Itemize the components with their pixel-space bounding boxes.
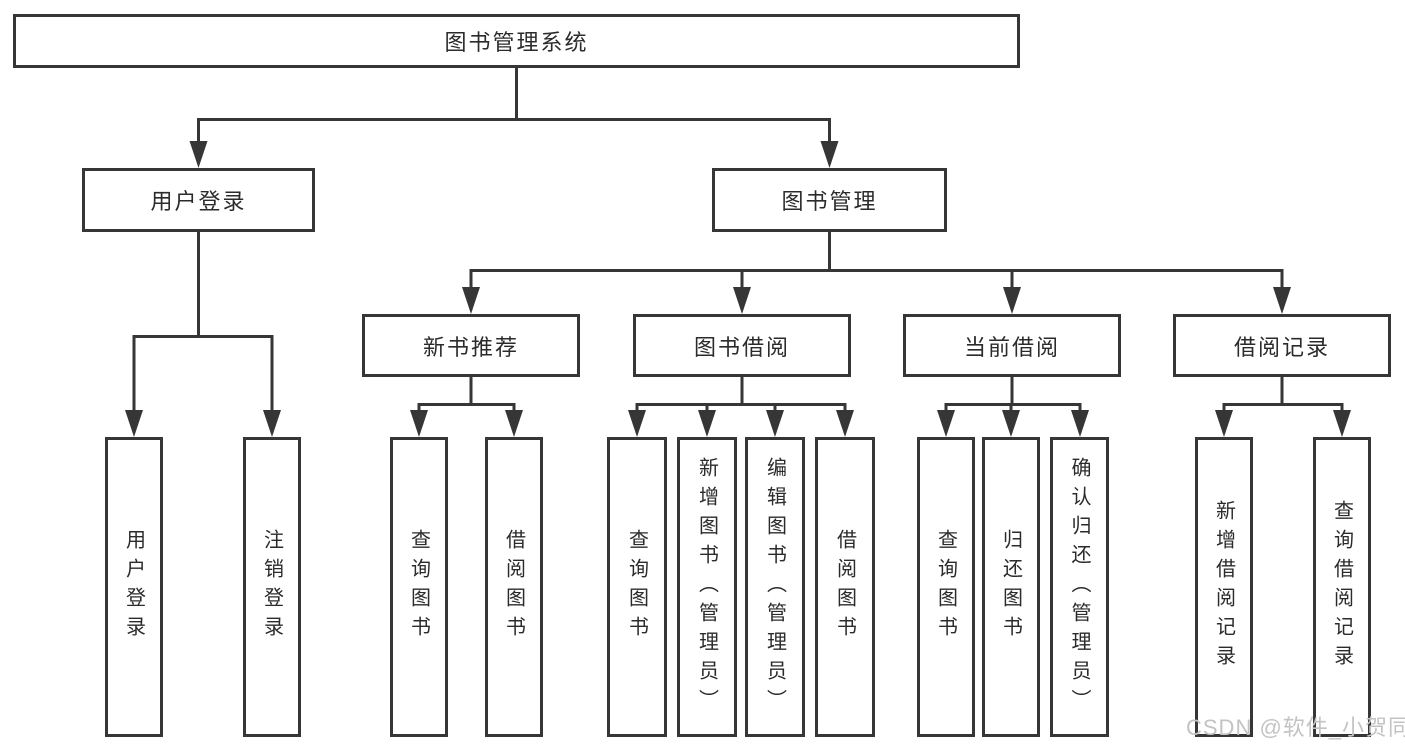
- arrowhead-icon: [263, 410, 281, 437]
- arrowhead-icon: [189, 141, 208, 168]
- connector-records-to-leaves: [1222, 377, 1344, 433]
- watermark: CSDN @软件_小贺同学: [1186, 715, 1405, 740]
- arrowhead-icon: [820, 141, 839, 168]
- connector-userlogin-to-leaves: [132, 232, 274, 433]
- connector-newbooks-to-leaves: [417, 377, 516, 433]
- arrowhead-icon: [733, 287, 751, 314]
- arrowhead-icon: [1215, 410, 1233, 437]
- leaf-query-books: 查询图书: [390, 437, 448, 737]
- node-library-system: 图书管理系统: [13, 14, 1020, 68]
- arrowhead-icon: [462, 287, 480, 314]
- arrowhead-icon: [937, 410, 955, 437]
- arrowhead-icon: [1333, 410, 1351, 437]
- leaf-query-borrow-record: 查询借阅记录: [1313, 437, 1371, 737]
- leaf-borrow-books: 借阅图书: [485, 437, 543, 737]
- arrowhead-icon: [505, 410, 523, 437]
- node-user-login: 用户登录: [82, 168, 315, 232]
- arrowhead-icon: [125, 410, 143, 437]
- leaf-query-books: 查询图书: [607, 437, 667, 737]
- node-book-management: 图书管理: [712, 168, 947, 232]
- leaf-confirm-return-admin: 确认归还（管理员）: [1050, 437, 1109, 737]
- arrowhead-icon: [698, 410, 716, 437]
- arrowhead-icon: [1002, 410, 1020, 437]
- node-new-book-recommendation: 新书推荐: [362, 314, 580, 377]
- arrowhead-icon: [1273, 287, 1291, 314]
- arrowhead-icon: [1071, 410, 1089, 437]
- arrowhead-icon: [1003, 287, 1021, 314]
- leaf-query-books: 查询图书: [917, 437, 975, 737]
- connector-bookmgmt-to-level3: [469, 232, 1284, 310]
- arrowhead-icon: [410, 410, 428, 437]
- arrowhead-icon: [836, 410, 854, 437]
- leaf-add-borrow-record: 新增借阅记录: [1195, 437, 1253, 737]
- connector-borrowing-to-leaves: [635, 377, 847, 433]
- arrowhead-icon: [628, 410, 646, 437]
- leaf-edit-books-admin: 编辑图书（管理员）: [745, 437, 805, 737]
- connector-root-to-level2: [197, 68, 831, 164]
- leaf-add-books-admin: 新增图书（管理员）: [677, 437, 737, 737]
- leaf-return-books: 归还图书: [982, 437, 1040, 737]
- leaf-borrow-books: 借阅图书: [815, 437, 875, 737]
- node-book-borrowing: 图书借阅: [633, 314, 851, 377]
- node-borrowing-records: 借阅记录: [1173, 314, 1391, 377]
- leaf-user-login: 用户登录: [105, 437, 163, 737]
- node-current-borrowing: 当前借阅: [903, 314, 1121, 377]
- leaf-logout: 注销登录: [243, 437, 301, 737]
- arrowhead-icon: [766, 410, 784, 437]
